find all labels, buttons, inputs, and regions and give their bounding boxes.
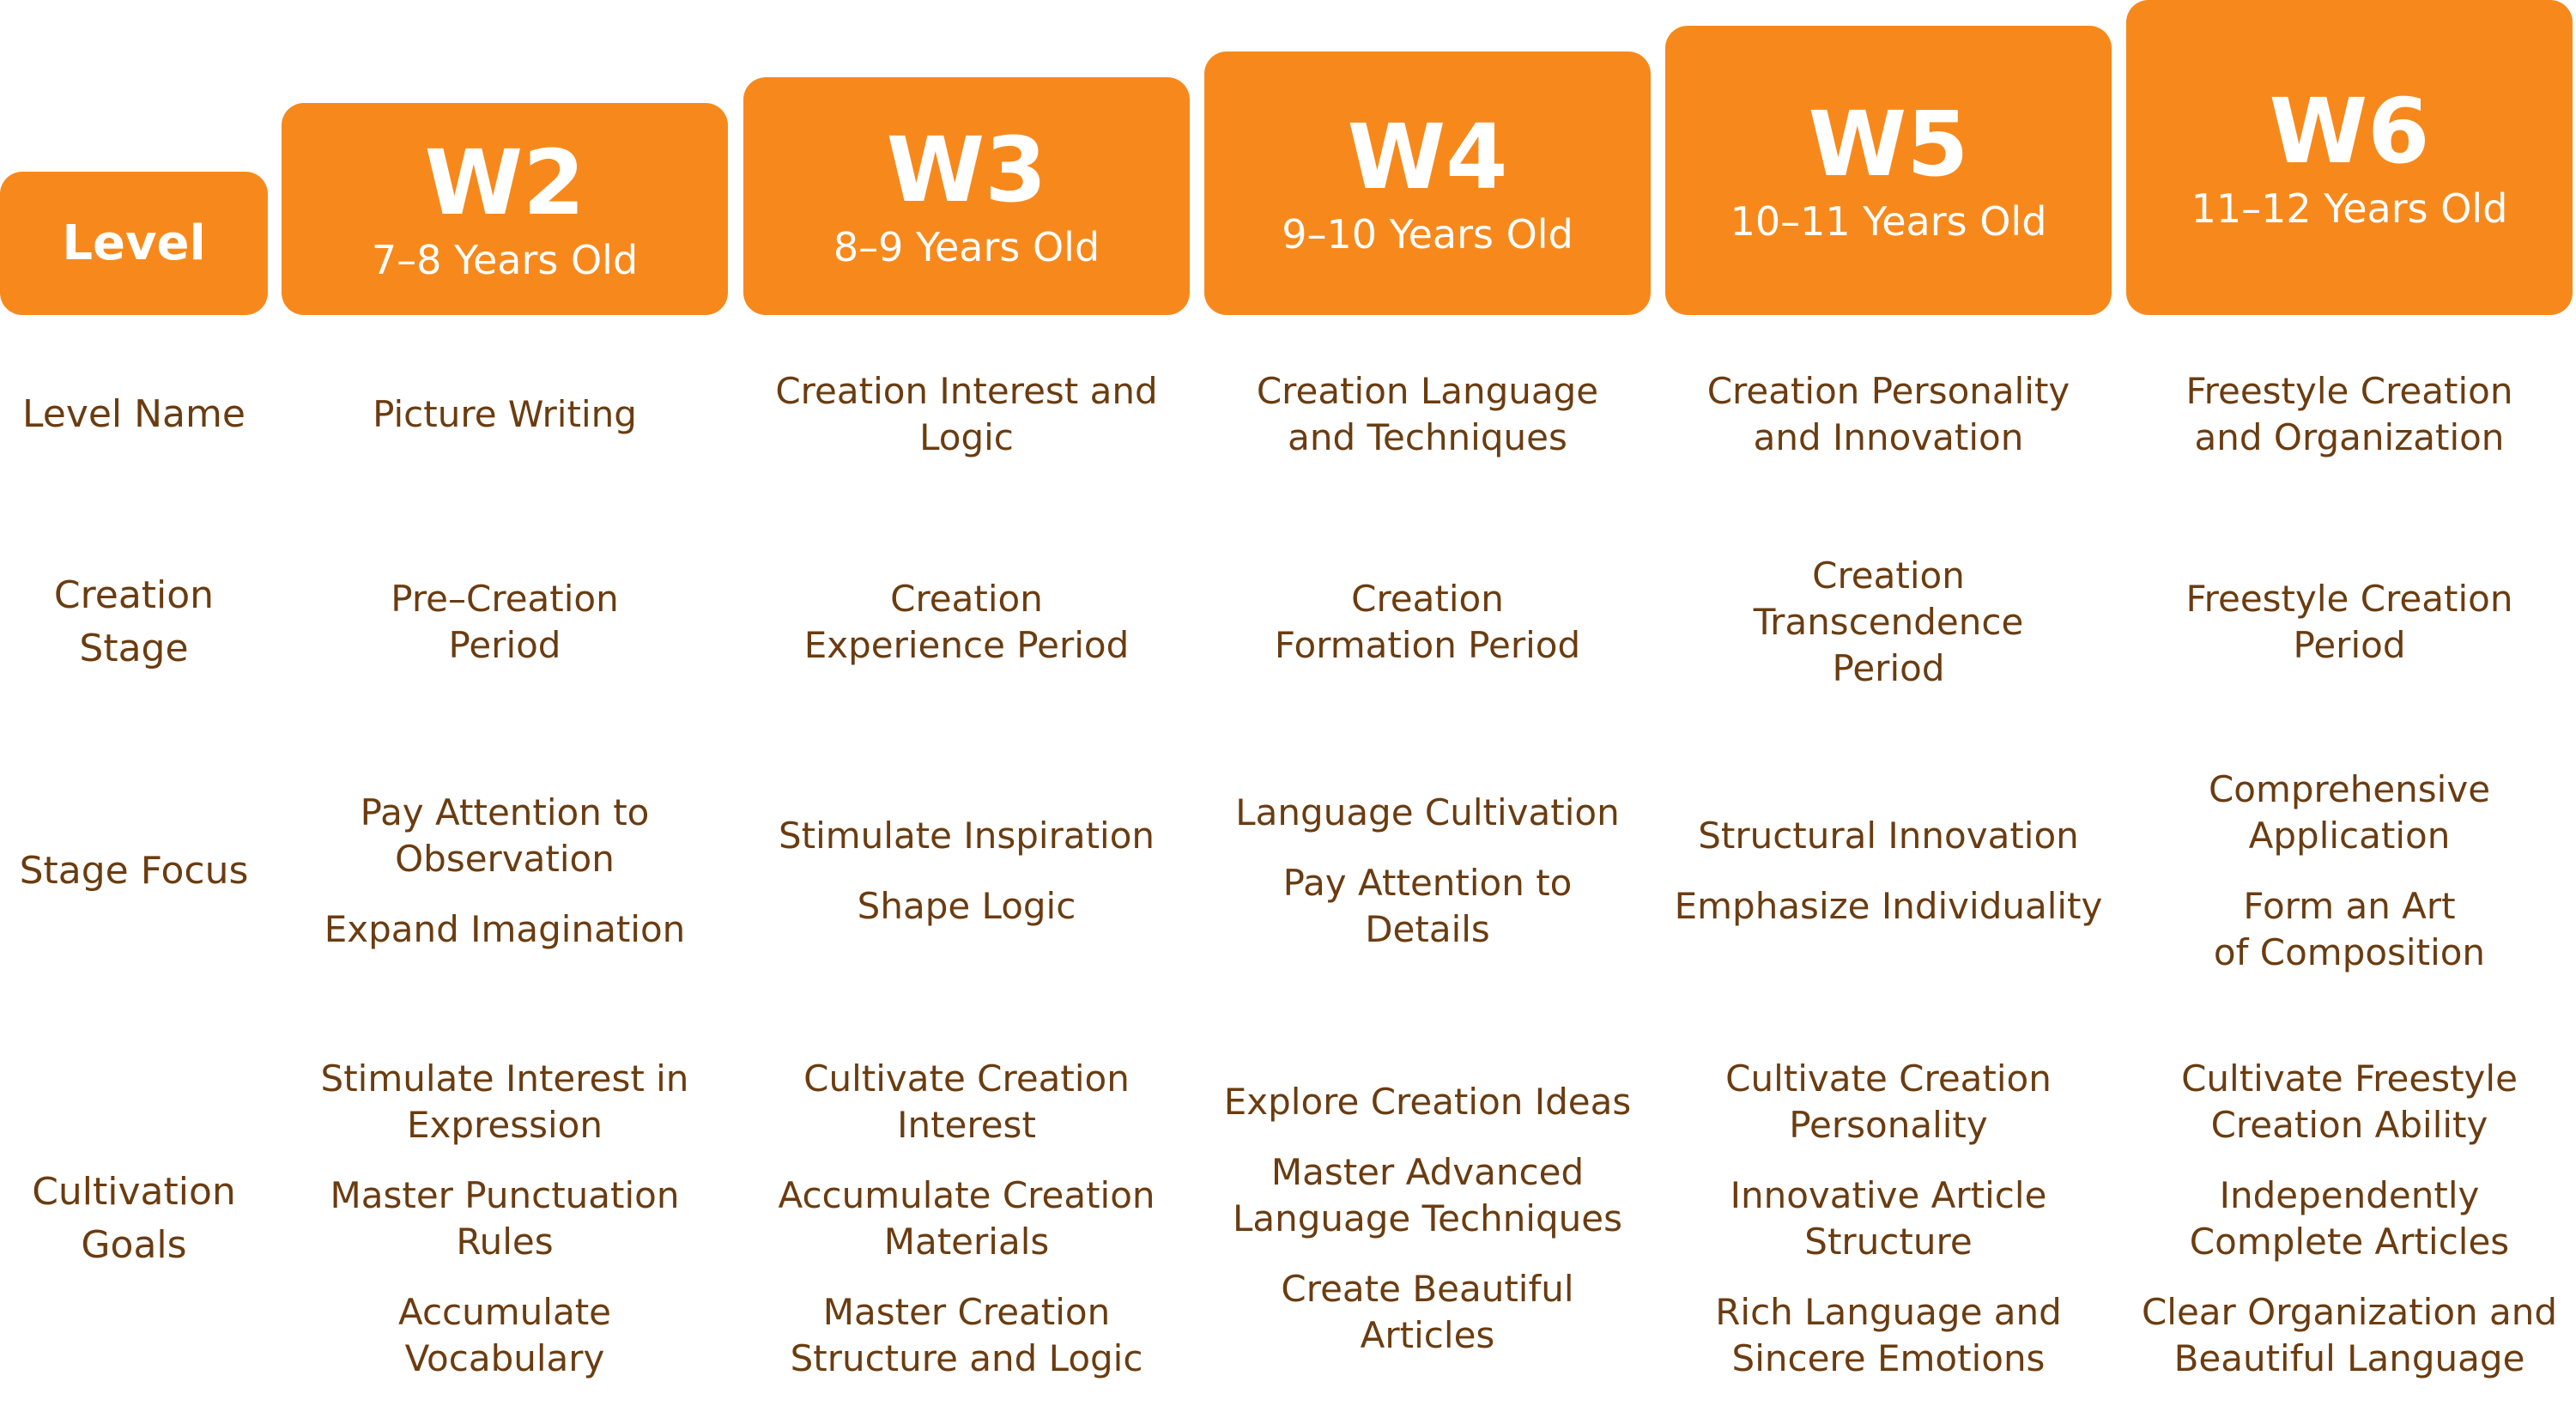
cell-text: Comprehensive Application (2208, 768, 2491, 857)
row-label-text: Stage Focus (19, 849, 249, 894)
cell-text: Create Beautiful Articles (1281, 1268, 1574, 1356)
cell-cultivation-goals-w4: Explore Creation Ideas Master Advanced L… (1204, 1017, 1651, 1421)
level-header: Level (0, 172, 268, 315)
level-code: W2 (424, 130, 585, 235)
cell-text: Cultivate Creation Interest (803, 1057, 1130, 1146)
cell-text: Pay Attention to Observation (360, 791, 650, 880)
row-label-level-name: Level Name (0, 361, 268, 468)
cell-level-name-w5: Creation Personality and Innovation (1665, 343, 2112, 485)
level-tab-w5: W5 10–11 Years Old (1665, 26, 2112, 315)
level-code: W4 (1347, 104, 1508, 209)
cell-cultivation-goals-w6: Cultivate Freestyle Creation Ability Ind… (2126, 1017, 2573, 1421)
level-code: W6 (2269, 78, 2430, 184)
cell-text: Cultivate Creation Personality (1725, 1057, 2052, 1146)
level-age: 9–10 Years Old (1282, 211, 1573, 258)
cell-text: Cultivate Freestyle Creation Ability (2181, 1057, 2518, 1146)
cell-stage-focus-w5: Structural Innovation Emphasize Individu… (1665, 760, 2112, 983)
level-code: W5 (1808, 91, 1969, 197)
row-label-text: Creation Stage (53, 573, 215, 670)
cell-text: Form an Art of Composition (2213, 885, 2486, 973)
level-tab-w6: W6 11–12 Years Old (2126, 0, 2573, 315)
level-tab-w3: W3 8–9 Years Old (743, 77, 1190, 315)
cell-text: Accumulate Creation Materials (778, 1174, 1155, 1263)
cell-text: Language Cultivation (1235, 791, 1620, 833)
cell-stage-focus-w6: Comprehensive Application Form an Art of… (2126, 760, 2573, 983)
cell-text: Creation Language and Techniques (1256, 369, 1599, 458)
cell-text: Master Advanced Language Techniques (1233, 1151, 1622, 1239)
cell-level-name-w3: Creation Interest and Logic (743, 343, 1190, 485)
cell-creation-stage-w4: Creation Formation Period (1204, 536, 1651, 708)
cell-text: Creation Transcendence Period (1753, 554, 2024, 689)
cell-text: Clear Organization and Beautiful Languag… (2141, 1291, 2558, 1379)
cell-text: Freestyle Creation Period (2185, 578, 2513, 666)
cell-text: Expand Imagination (324, 908, 686, 950)
cell-creation-stage-w5: Creation Transcendence Period (1665, 536, 2112, 708)
cell-text: Master Punctuation Rules (330, 1174, 680, 1263)
cell-text: Pre–Creation Period (391, 578, 619, 666)
cell-text: Shape Logic (857, 885, 1076, 927)
cell-cultivation-goals-w3: Cultivate Creation Interest Accumulate C… (743, 1017, 1190, 1421)
cell-text: Creation Personality and Innovation (1706, 369, 2070, 458)
cell-text: Accumulate Vocabulary (397, 1291, 612, 1379)
cell-cultivation-goals-w5: Cultivate Creation Personality Innovativ… (1665, 1017, 2112, 1421)
level-age: 8–9 Years Old (833, 224, 1100, 271)
cell-text: Stimulate Inspiration (778, 815, 1155, 857)
cell-creation-stage-w3: Creation Experience Period (743, 536, 1190, 708)
row-label-text: Cultivation Goals (32, 1170, 236, 1267)
cell-text: Freestyle Creation and Organization (2185, 369, 2513, 458)
cell-text: Master Creation Structure and Logic (790, 1291, 1143, 1379)
cell-creation-stage-w6: Freestyle Creation Period (2126, 536, 2573, 708)
row-label-text: Level Name (22, 391, 245, 436)
cell-text: Creation Formation Period (1274, 578, 1581, 666)
cell-level-name-w6: Freestyle Creation and Organization (2126, 343, 2573, 485)
level-age: 7–8 Years Old (371, 237, 639, 284)
level-header-label: Level (62, 215, 206, 271)
cell-text: Structural Innovation (1698, 815, 2079, 857)
row-label-stage-focus: Stage Focus (0, 811, 268, 931)
cell-stage-focus-w2: Pay Attention to Observation Expand Imag… (282, 760, 728, 983)
cell-text: Emphasize Individuality (1674, 885, 2103, 927)
cell-level-name-w4: Creation Language and Techniques (1204, 343, 1651, 485)
cell-text: Independently Complete Articles (2189, 1174, 2510, 1263)
row-label-creation-stage: Creation Stage (0, 549, 268, 695)
cell-text: Creation Experience Period (803, 578, 1130, 666)
cell-text: Explore Creation Ideas (1223, 1081, 1632, 1123)
cell-text: Innovative Article Structure (1730, 1174, 2047, 1263)
cell-text: Stimulate Interest in Expression (320, 1057, 689, 1146)
cell-creation-stage-w2: Pre–Creation Period (282, 536, 728, 708)
level-tab-w2: W2 7–8 Years Old (282, 103, 728, 315)
level-code: W3 (886, 117, 1047, 222)
level-age: 10–11 Years Old (1730, 198, 2047, 245)
cell-text: Pay Attention to Details (1282, 862, 1573, 950)
cell-stage-focus-w4: Language Cultivation Pay Attention to De… (1204, 760, 1651, 983)
cell-text: Rich Language and Sincere Emotions (1715, 1291, 2062, 1379)
cell-text: Creation Interest and Logic (775, 369, 1158, 458)
cell-cultivation-goals-w2: Stimulate Interest in Expression Master … (282, 1017, 728, 1421)
level-age: 11–12 Years Old (2191, 185, 2508, 233)
cell-stage-focus-w3: Stimulate Inspiration Shape Logic (743, 760, 1190, 983)
cell-text: Picture Writing (373, 392, 637, 435)
cell-level-name-w2: Picture Writing (282, 343, 728, 485)
row-label-cultivation-goals: Cultivation Goals (0, 1142, 268, 1296)
level-tab-w4: W4 9–10 Years Old (1204, 52, 1651, 315)
